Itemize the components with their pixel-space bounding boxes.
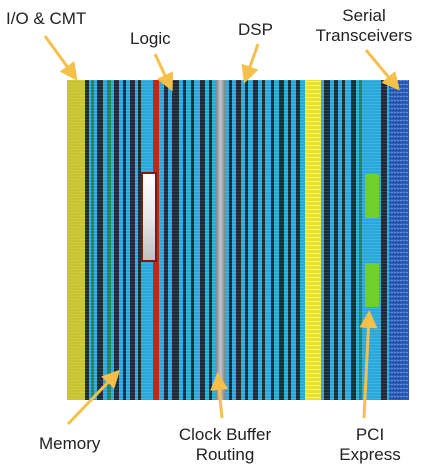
logic-label: Logic — [130, 29, 171, 48]
fine-grid-texture — [67, 80, 409, 400]
dsp-label: DSP — [238, 20, 273, 39]
pci-express-block-upper — [365, 174, 379, 218]
clock-label-line2: Routing — [195, 445, 255, 464]
memory-label: Memory — [39, 434, 101, 453]
clock-buffer-column — [216, 80, 225, 400]
io-cmt-label: I/O & CMT — [6, 9, 87, 28]
serial-label-line2: Transceivers — [315, 26, 413, 45]
dsp-arrow — [241, 43, 260, 84]
bram-block — [141, 172, 157, 262]
clock-buffer-routing-label: Clock Buffer Routing — [160, 425, 290, 465]
fpga-die-floorplan — [67, 80, 409, 400]
serial-label-line1: Serial — [342, 6, 386, 25]
pci-express-label: PCI Express — [330, 425, 410, 465]
serial-transceiver-column — [389, 80, 409, 400]
fpga-column-map — [67, 80, 409, 400]
pci-label-line1: PCI — [355, 425, 385, 444]
pci-express-block-lower — [365, 263, 379, 307]
io-cmt-arrow — [43, 35, 78, 81]
dsp-yellow-column — [305, 80, 321, 400]
clock-label-line1: Clock Buffer — [178, 425, 272, 444]
pci-label-line2: Express — [339, 445, 401, 464]
serial-transceivers-label: Serial Transceivers — [308, 6, 420, 46]
